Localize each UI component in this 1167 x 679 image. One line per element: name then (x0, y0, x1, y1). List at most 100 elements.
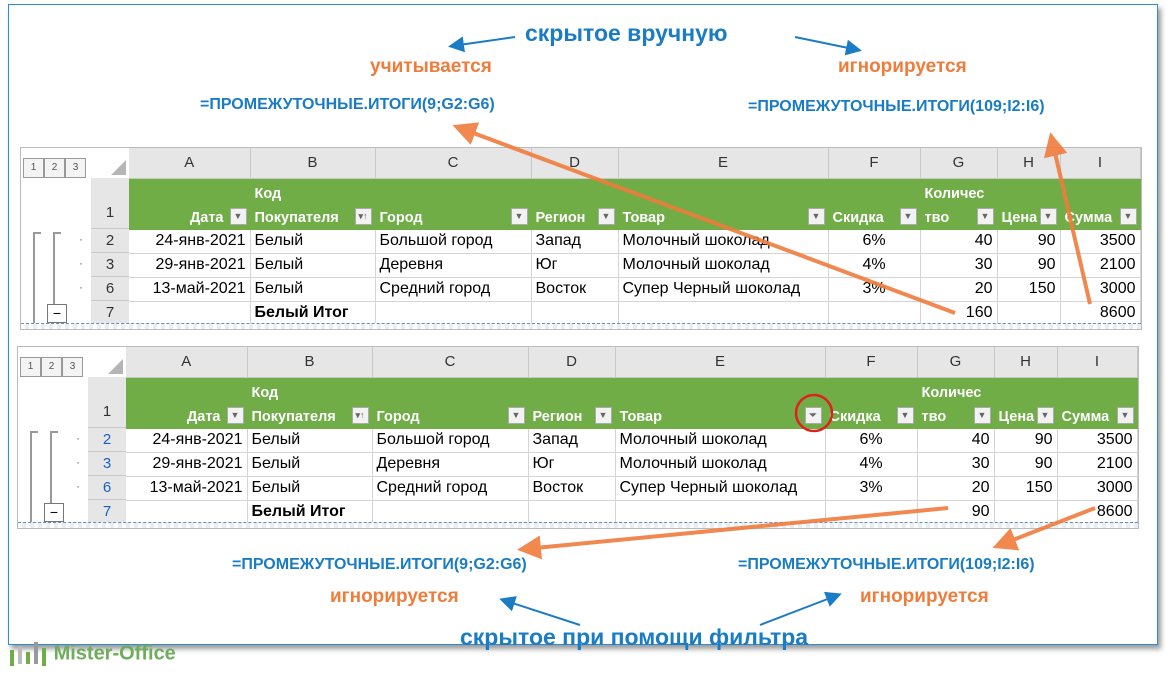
cell-city[interactable]: Средний город (375, 277, 532, 302)
price-filter-dropdown[interactable]: ▼ (1036, 406, 1054, 424)
cell-sum[interactable]: 3000 (1060, 277, 1141, 302)
cell-date[interactable]: 29-янв-2021 (129, 253, 251, 278)
cell-date[interactable]: 13-май-2021 (129, 277, 251, 302)
row-header[interactable]: 7 (88, 500, 126, 524)
outline-level-2-button[interactable]: 2 (41, 357, 62, 377)
outline-level-3-button[interactable]: 3 (62, 357, 83, 377)
column-header-C[interactable]: C (372, 347, 529, 378)
column-header-E[interactable]: E (615, 347, 826, 378)
row-header[interactable]: 3 (88, 452, 126, 476)
column-header-A[interactable]: A (126, 347, 248, 378)
row-header[interactable]: 2 (88, 428, 126, 452)
discount-filter-dropdown[interactable]: ▼ (896, 406, 914, 424)
cell-discount[interactable]: 6% (828, 229, 921, 254)
cell-price[interactable]: 90 (994, 452, 1058, 477)
date-filter-dropdown[interactable]: ▼ (229, 207, 247, 225)
sum-filter-dropdown[interactable]: ▼ (1119, 207, 1137, 225)
column-header-C[interactable]: C (375, 148, 532, 179)
cell-price[interactable]: 150 (997, 277, 1061, 302)
row-header[interactable]: 7 (91, 301, 129, 325)
cell-region[interactable]: Юг (528, 452, 616, 477)
column-header-D[interactable]: D (531, 148, 619, 179)
cell-price[interactable]: 90 (997, 253, 1061, 278)
row-header[interactable]: 6 (88, 476, 126, 500)
cell-city[interactable]: Деревня (375, 253, 532, 278)
cell-price[interactable]: 90 (994, 428, 1058, 453)
cell-product[interactable]: Молочный шоколад (615, 428, 826, 453)
cell-buyer[interactable]: Белый (250, 229, 376, 254)
cell-date[interactable]: 24-янв-2021 (126, 428, 248, 453)
column-header-H[interactable]: H (997, 148, 1061, 179)
cell-city[interactable]: Средний город (372, 476, 529, 501)
outline-level-2-button[interactable]: 2 (44, 158, 65, 178)
cell-product[interactable]: Молочный шоколад (618, 253, 829, 278)
cell-product[interactable]: Супер Черный шоколад (615, 476, 826, 501)
cell-buyer[interactable]: Белый (250, 253, 376, 278)
cell-qty[interactable]: 20 (917, 476, 995, 501)
column-header-B[interactable]: B (247, 347, 373, 378)
cell-date[interactable]: 24-янв-2021 (129, 229, 251, 254)
qty-filter-dropdown[interactable]: ▼ (976, 207, 994, 225)
region-filter-dropdown[interactable]: ▼ (597, 207, 615, 225)
sum-filter-dropdown[interactable]: ▼ (1116, 406, 1134, 424)
outline-level-1-button[interactable]: 1 (20, 357, 41, 377)
cell-discount[interactable]: 3% (825, 476, 918, 501)
cell-qty[interactable]: 30 (920, 253, 998, 278)
cell-price[interactable]: 90 (997, 229, 1061, 254)
cell-date[interactable]: 29-янв-2021 (126, 452, 248, 477)
row-header[interactable]: 3 (91, 253, 129, 277)
date-filter-dropdown[interactable]: ▼ (226, 406, 244, 424)
cell-qty[interactable]: 30 (917, 452, 995, 477)
cell-region[interactable]: Юг (531, 253, 619, 278)
cell-sum[interactable]: 3500 (1057, 428, 1138, 453)
row-header[interactable]: 6 (91, 277, 129, 301)
product-filter-dropdown[interactable]: ⏷ (804, 406, 822, 424)
column-header-B[interactable]: B (250, 148, 376, 179)
cell-city[interactable]: Большой город (372, 428, 529, 453)
cell-sum[interactable]: 2100 (1060, 253, 1141, 278)
column-header-I[interactable]: I (1057, 347, 1138, 378)
cell-buyer[interactable]: Белый (247, 428, 373, 453)
column-header-G[interactable]: G (920, 148, 998, 179)
cell-discount[interactable]: 4% (825, 452, 918, 477)
column-header-D[interactable]: D (528, 347, 616, 378)
outline-level-3-button[interactable]: 3 (65, 158, 86, 178)
cell-qty[interactable]: 40 (920, 229, 998, 254)
city-filter-dropdown[interactable]: ▼ (510, 207, 528, 225)
collapse-group-button[interactable]: − (47, 304, 67, 323)
cell-discount[interactable]: 6% (825, 428, 918, 453)
cell-product[interactable]: Молочный шоколад (615, 452, 826, 477)
row-header[interactable]: 1 (88, 377, 126, 428)
column-header-I[interactable]: I (1060, 148, 1141, 179)
cell-region[interactable]: Восток (528, 476, 616, 501)
column-header-F[interactable]: F (825, 347, 918, 378)
column-header-G[interactable]: G (917, 347, 995, 378)
qty-filter-dropdown[interactable]: ▼ (973, 406, 991, 424)
row-header[interactable]: 1 (91, 178, 129, 229)
total-sum[interactable]: 8600 (1060, 301, 1141, 326)
cell-sum[interactable]: 3000 (1057, 476, 1138, 501)
buyer-filter-dropdown[interactable]: ▾↑ (351, 406, 369, 424)
column-header-A[interactable]: A (129, 148, 251, 179)
product-filter-dropdown[interactable]: ▼ (807, 207, 825, 225)
cell-product[interactable]: Супер Черный шоколад (618, 277, 829, 302)
cell-buyer[interactable]: Белый (247, 452, 373, 477)
cell-product[interactable]: Молочный шоколад (618, 229, 829, 254)
cell-sum[interactable]: 2100 (1057, 452, 1138, 477)
cell-qty[interactable]: 20 (920, 277, 998, 302)
cell-buyer[interactable]: Белый (247, 476, 373, 501)
column-header-H[interactable]: H (994, 347, 1058, 378)
region-filter-dropdown[interactable]: ▼ (594, 406, 612, 424)
row-header[interactable]: 2 (91, 229, 129, 253)
cell-date[interactable]: 13-май-2021 (126, 476, 248, 501)
column-header-F[interactable]: F (828, 148, 921, 179)
buyer-filter-dropdown[interactable]: ▾↑ (354, 207, 372, 225)
column-header-E[interactable]: E (618, 148, 829, 179)
total-qty[interactable]: 90 (917, 500, 995, 525)
cell-region[interactable]: Запад (528, 428, 616, 453)
select-all-corner[interactable] (108, 359, 123, 374)
total-label[interactable]: Белый Итог (247, 500, 373, 525)
total-sum[interactable]: 8600 (1057, 500, 1138, 525)
cell-city[interactable]: Деревня (372, 452, 529, 477)
select-all-corner[interactable] (111, 160, 126, 175)
